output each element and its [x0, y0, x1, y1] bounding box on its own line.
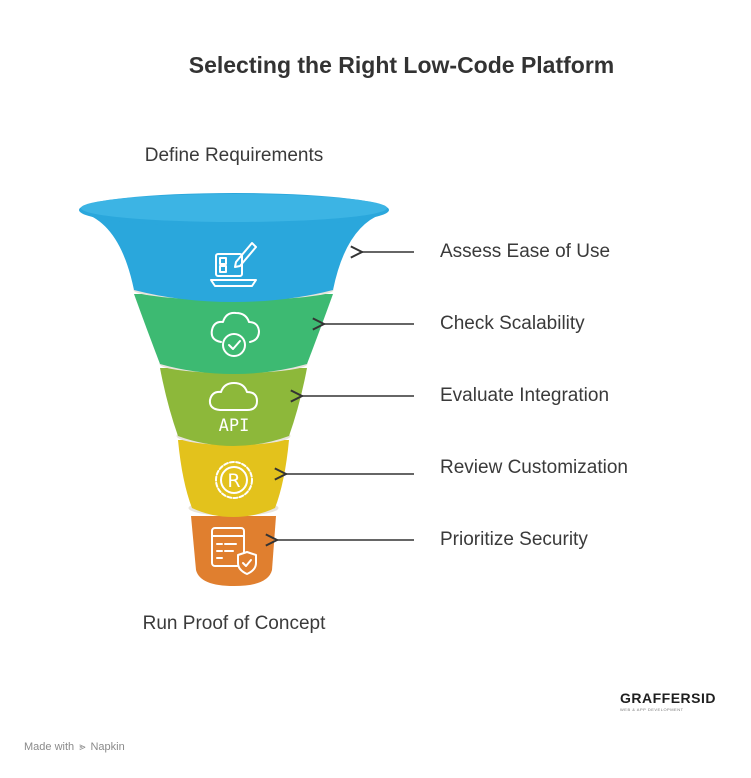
made-with-napkin: Made with ⪢ Napkin	[24, 741, 125, 754]
napkin-logo-icon: ⪢	[79, 741, 86, 753]
page-title: Selecting the Right Low-Code Platform	[188, 52, 615, 78]
cloud-api-icon: API	[208, 382, 258, 436]
stage-label-security: Prioritize Security	[440, 529, 588, 550]
document-shield-icon	[211, 527, 257, 575]
stage-label-customization: Review Customization	[440, 457, 628, 478]
funnel-top-label: Define Requirements	[144, 145, 324, 166]
laptop-edit-icon	[210, 242, 257, 287]
registered-gear-icon: R	[215, 461, 253, 499]
svg-text:API: API	[219, 416, 250, 436]
napkin-brand: Napkin	[90, 741, 125, 753]
funnel-bottom-label: Run Proof of Concept	[142, 613, 326, 634]
logo-id: ID	[701, 690, 716, 706]
logo-tagline: WEB & APP DEVELOPMENT	[620, 707, 684, 712]
stage-label-integration: Evaluate Integration	[440, 385, 610, 406]
funnel-segment-ease-of-use	[79, 193, 389, 302]
svg-text:R: R	[227, 470, 240, 492]
stage-label-ease-of-use: Assess Ease of Use	[440, 241, 611, 262]
cloud-check-icon	[210, 311, 260, 357]
graffersid-logo: GRAFFERSID WEB & APP DEVELOPMENT	[620, 690, 730, 720]
stage-label-scalability: Check Scalability	[440, 313, 585, 334]
logo-name: GRAFFERS	[620, 690, 701, 706]
made-with-text: Made with	[24, 741, 75, 753]
